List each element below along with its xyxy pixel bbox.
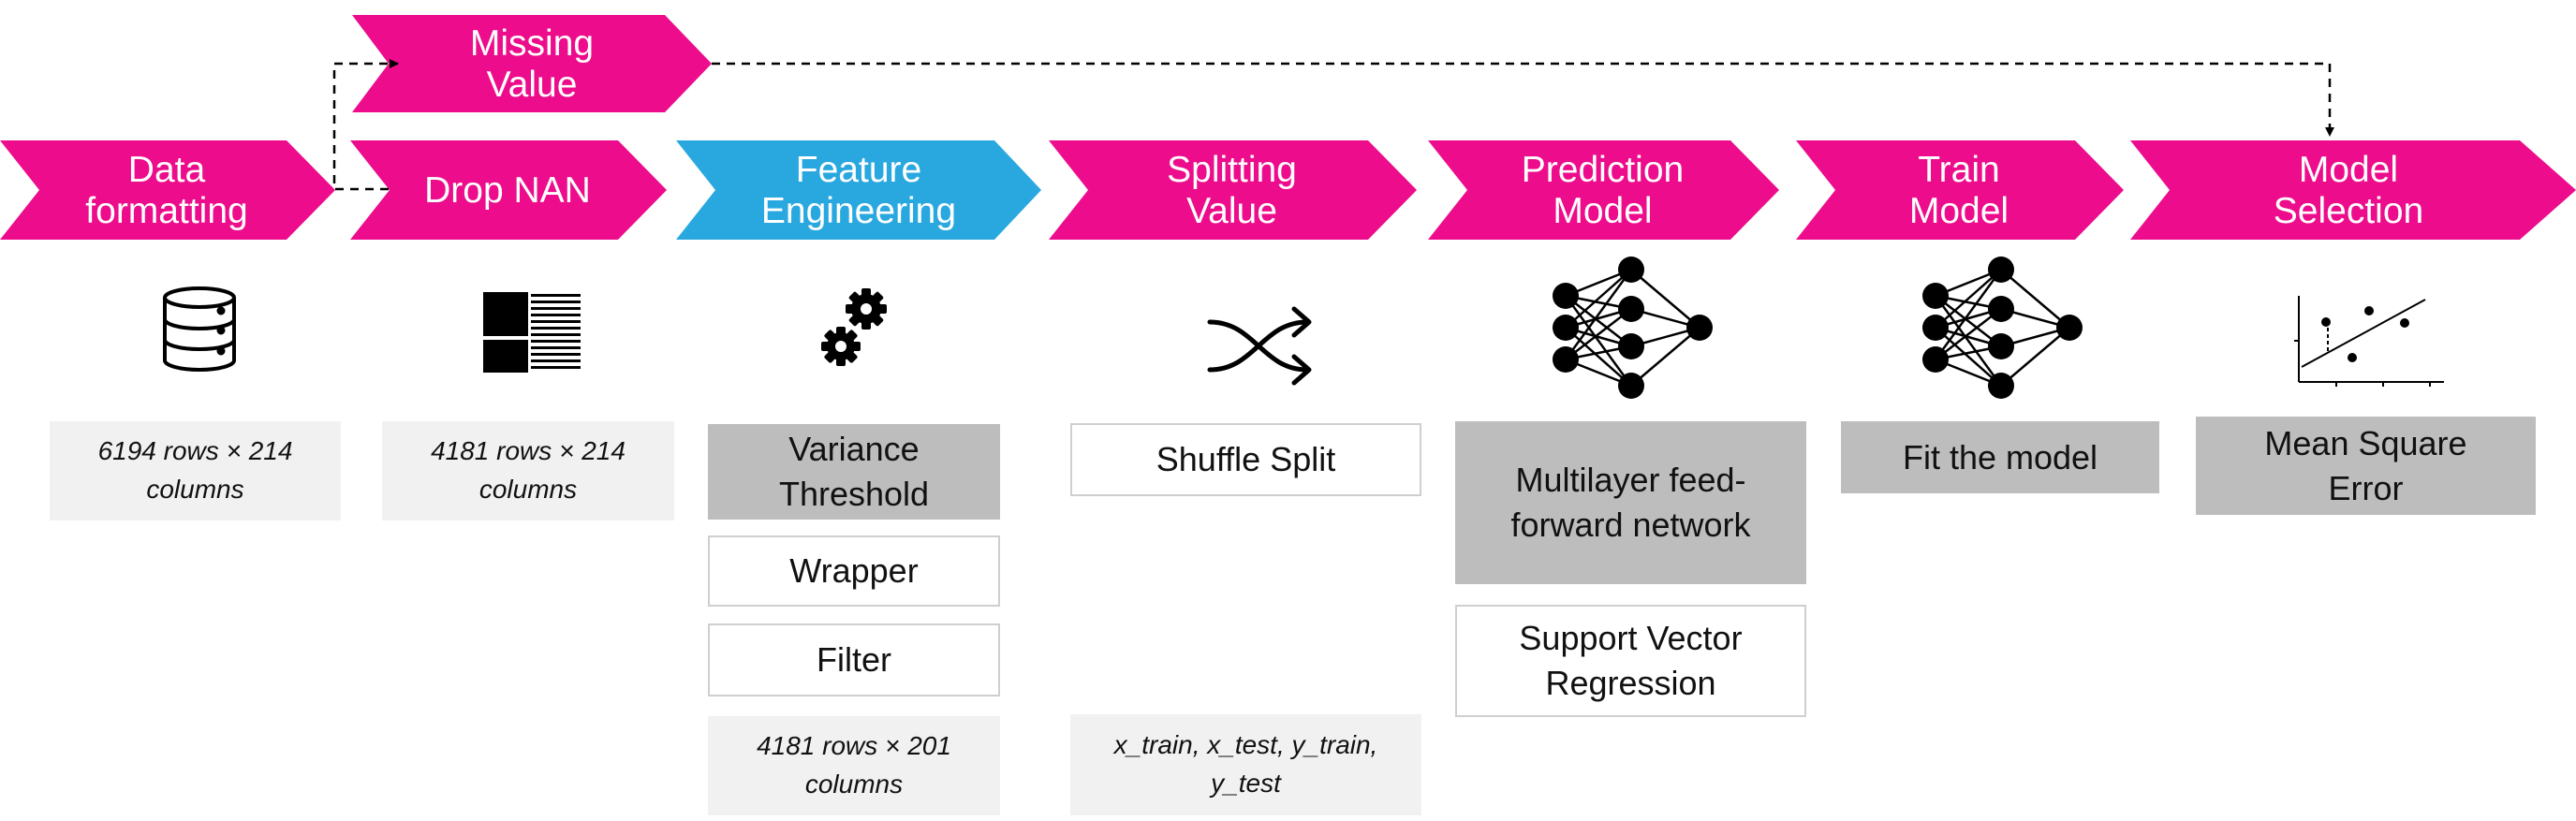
nn-node — [1988, 257, 2014, 283]
feature-rows-box: 4181 rows × 201 columns — [708, 716, 1000, 815]
nn-node — [1618, 373, 1644, 399]
svr-box: Support Vector Regression — [1455, 605, 1806, 717]
split-outputs-box: x_train, x_test, y_train, y_test — [1070, 714, 1421, 815]
nn-edge — [1564, 295, 1633, 387]
fit-model-text: Fit the model — [1902, 437, 2098, 476]
missing-value-chevron — [352, 15, 712, 112]
step-label: Drop NAN — [424, 170, 591, 211]
nn-edge — [1934, 295, 2003, 387]
nn-edge — [2000, 269, 2070, 329]
split-outputs-text: x_train, x_test, y_train, y_test — [1113, 730, 1378, 798]
mse-box: Mean Square Error — [2196, 417, 2536, 515]
nn-edge — [1565, 308, 1632, 360]
shuffle-split-box: Shuffle Split — [1070, 423, 1421, 496]
step-chevron — [1796, 140, 2124, 240]
nn-node — [1686, 315, 1713, 341]
nn-node — [1618, 333, 1644, 359]
nn-node — [1553, 346, 1579, 373]
nn-edge — [1565, 269, 1632, 329]
nn-node — [2056, 315, 2083, 341]
nn-node — [1553, 283, 1579, 309]
nn-edge — [1934, 269, 2003, 360]
variance-threshold-box: Variance Threshold — [708, 424, 1000, 520]
mlp-box: Multilayer feed-forward network — [1455, 421, 1806, 584]
gears-icon — [821, 288, 887, 366]
nn-node — [1988, 333, 2014, 359]
step-chevron — [1049, 140, 1417, 240]
data-formatting-rows-text: 6194 rows × 214 columns — [97, 436, 293, 504]
fit-model-box: Fit the model — [1841, 421, 2159, 493]
drop-nan-rows-box: 4181 rows × 214 columns — [382, 421, 674, 520]
mse-text: Mean Square Error — [2264, 423, 2467, 507]
missing-value-in-arrow — [332, 59, 399, 191]
nn-edge — [1630, 327, 1700, 387]
step-chevron — [2130, 140, 2576, 240]
step-chevron — [0, 140, 335, 240]
neural-network-icon — [1553, 257, 1713, 399]
drop-nan-rows-text: 4181 rows × 214 columns — [431, 436, 626, 504]
nn-edge — [1565, 327, 1632, 387]
database-icon — [163, 286, 236, 372]
neural-network-icon — [1922, 257, 2083, 399]
nn-node — [1988, 296, 2014, 322]
nn-edge — [2000, 327, 2070, 387]
shuffle-icon — [1207, 306, 1312, 386]
nn-node — [1988, 373, 2014, 399]
nn-edge — [1564, 269, 1633, 360]
wrapper-box: Wrapper — [708, 535, 1000, 607]
nn-edge — [1565, 295, 1632, 347]
missing-value-out-arrow — [712, 62, 2334, 137]
nn-edge — [1935, 327, 2002, 387]
data-matrix-icon — [483, 292, 581, 373]
nn-node — [1618, 296, 1644, 322]
nn-edge — [1935, 308, 2002, 360]
wrapper-text: Wrapper — [789, 551, 919, 591]
filter-box: Filter — [708, 623, 1000, 696]
variance-threshold-text: Variance Threshold — [778, 430, 930, 513]
shuffle-split-text: Shuffle Split — [1156, 440, 1336, 479]
step-chevron — [1428, 140, 1779, 240]
nn-node — [1922, 315, 1949, 341]
filter-text: Filter — [817, 640, 891, 680]
nn-node — [1922, 346, 1949, 373]
nn-node — [1553, 315, 1579, 341]
feature-rows-text: 4181 rows × 201 columns — [757, 731, 951, 799]
step-chevron — [676, 140, 1041, 240]
step-chevron — [350, 140, 667, 240]
nn-edge — [1935, 269, 2002, 329]
nn-node — [1922, 283, 1949, 309]
nn-edge — [1630, 269, 1700, 329]
svr-text: Support Vector Regression — [1519, 619, 1743, 702]
nn-node — [1618, 257, 1644, 283]
data-formatting-rows-box: 6194 rows × 214 columns — [50, 421, 341, 520]
scatter-plot-icon — [2294, 296, 2444, 387]
nn-edge — [1935, 295, 2002, 347]
mlp-text: Multilayer feed-forward network — [1510, 461, 1751, 544]
